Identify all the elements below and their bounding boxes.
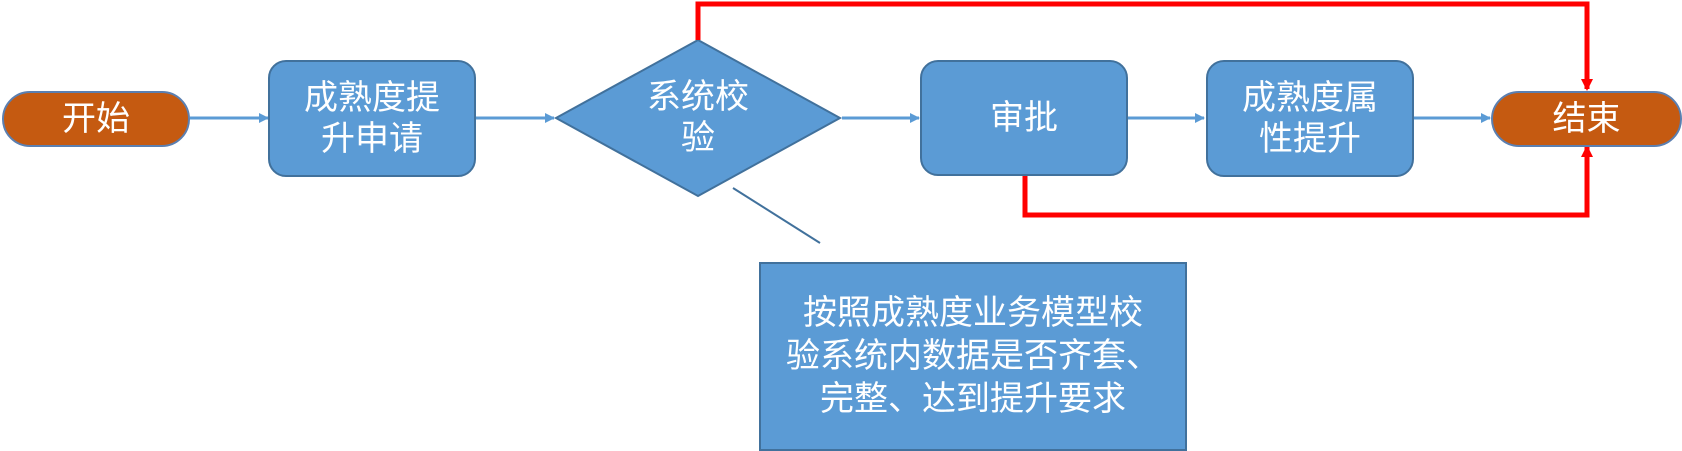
approve-node: 审批 [920,60,1128,176]
decision-diamond [553,38,843,198]
raise-label: 成熟度属 性提升 [1242,77,1378,159]
check-node-label-box: 系统校 验 [608,76,788,160]
check-label: 系统校 验 [647,77,749,158]
approve-label: 审批 [990,97,1058,138]
red-path-approve-to-end [1022,145,1593,218]
raise-node: 成熟度属 性提升 [1206,60,1414,177]
validation-note-text: 按照成熟度业务模型校 验系统内数据是否齐套、 完整、达到提升要求 [786,293,1160,419]
apply-node: 成熟度提 升申请 [268,60,476,177]
start-label: 开始 [62,98,130,139]
red-path-check-to-end [695,1,1593,91]
end-node: 结束 [1491,91,1682,147]
start-node: 开始 [2,91,190,147]
validation-note: 按照成熟度业务模型校 验系统内数据是否齐套、 完整、达到提升要求 [759,262,1187,451]
apply-label: 成熟度提 升申请 [304,77,440,159]
end-label: 结束 [1552,98,1621,139]
note-connector-line [732,187,821,244]
